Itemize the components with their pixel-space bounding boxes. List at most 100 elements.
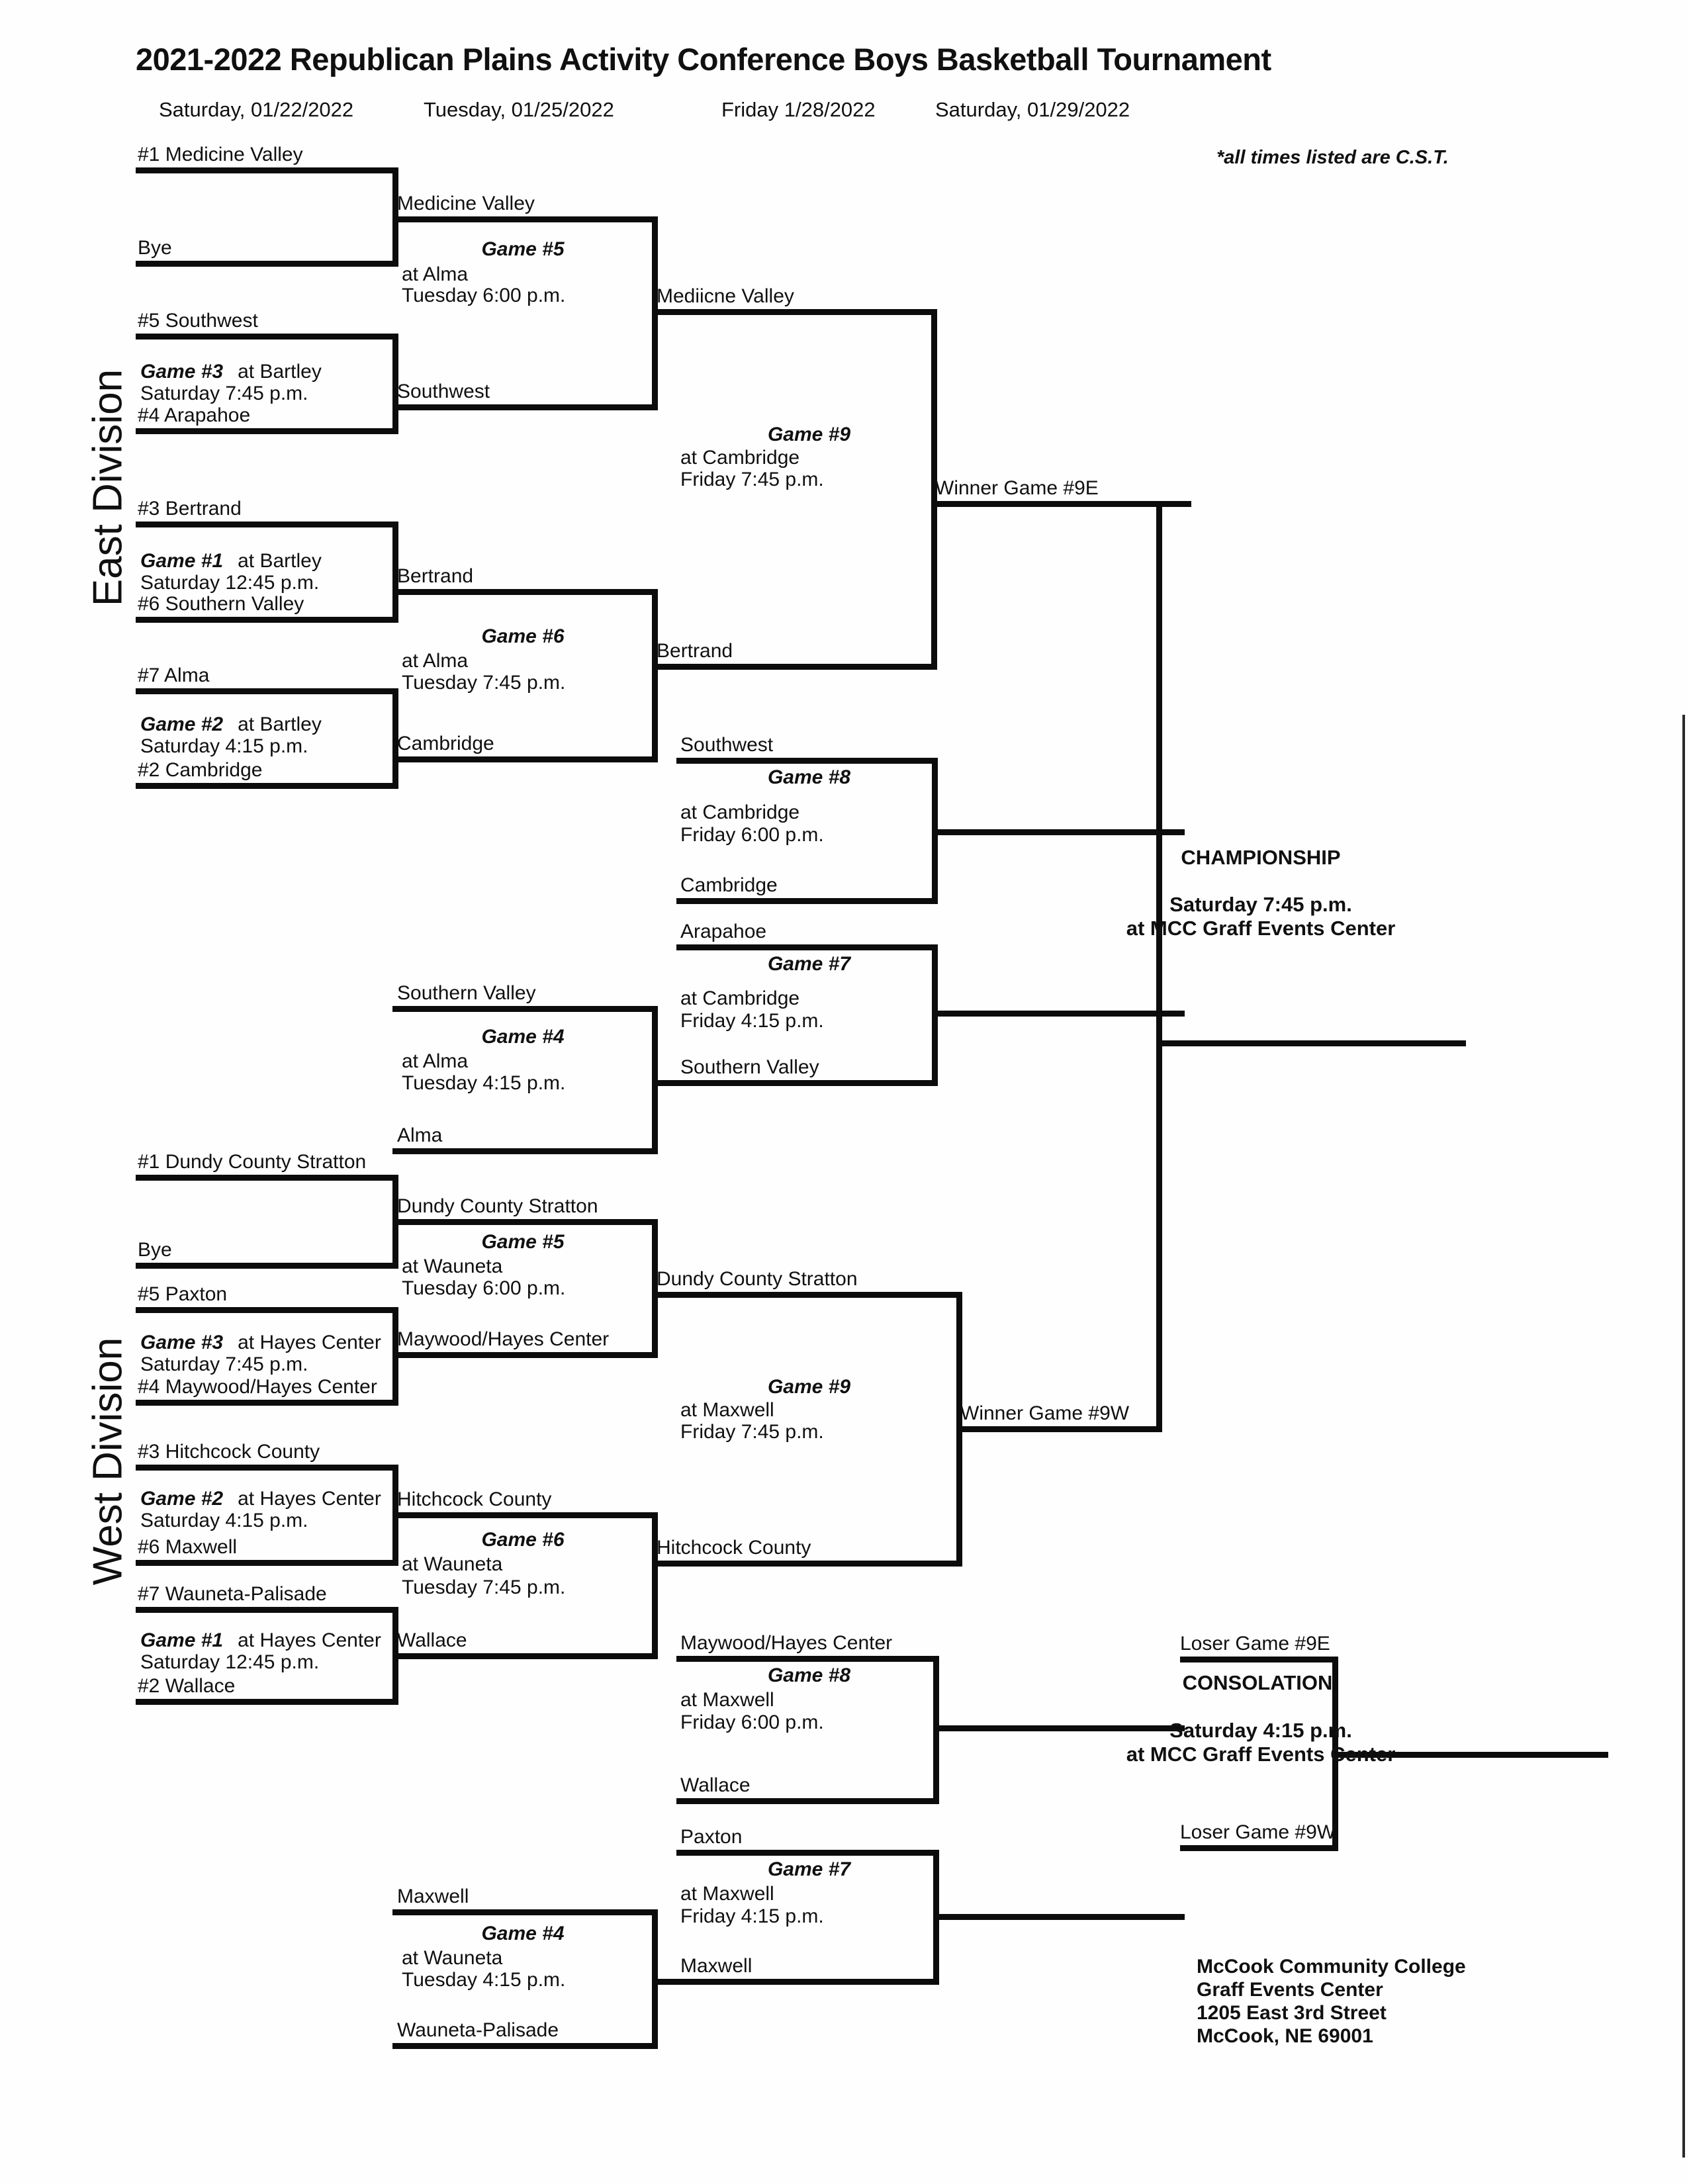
consolation-loser-west-label: Loser Game #9W <box>1180 1821 1336 1843</box>
bracket-line <box>676 1850 933 1856</box>
game-title: Game #2 <box>140 713 224 735</box>
team-label: Southern Valley <box>397 982 536 1004</box>
team-label: Maywood/Hayes Center <box>680 1632 893 1654</box>
game-title: Game #2 <box>140 1488 224 1510</box>
game-venue: at Hayes Center <box>238 1488 381 1510</box>
bracket-line <box>136 261 392 267</box>
bracket-line <box>652 1292 956 1298</box>
game-title: Game #1 <box>140 550 224 572</box>
bracket-line <box>392 216 652 222</box>
bracket-line <box>136 617 392 623</box>
bracket-line <box>933 1725 1185 1731</box>
game-venue: at Maxwell <box>680 1883 774 1905</box>
seed-label: #7 Wauneta-Palisade <box>138 1583 327 1605</box>
bracket-line <box>392 404 652 410</box>
bracket-line <box>956 1426 1156 1432</box>
consolation-time: Saturday 4:15 p.m. <box>1169 1719 1352 1742</box>
bracket-line <box>1156 501 1162 1432</box>
bracket-line <box>652 1909 658 2049</box>
seed-label: #3 Bertrand <box>138 498 242 520</box>
game-venue: at Hayes Center <box>238 1629 381 1651</box>
bracket-line <box>1180 1845 1332 1851</box>
bracket-line <box>392 589 652 595</box>
game-time: Friday 6:00 p.m. <box>680 824 824 846</box>
finalist-label: Hitchcock County <box>657 1537 811 1559</box>
seed-label: #1 Dundy County Stratton <box>138 1151 367 1173</box>
team-label: Maxwell <box>397 1886 469 1907</box>
game-info: Game #2 at Hayes Center <box>140 1488 381 1510</box>
game-title: Game #9 <box>767 1376 851 1398</box>
bracket-line <box>136 1699 392 1705</box>
game-time: Friday 6:00 p.m. <box>680 1711 824 1733</box>
bracket-line <box>136 1263 392 1269</box>
bracket-line <box>136 688 392 694</box>
game-venue: at Wauneta <box>402 1255 503 1277</box>
game-time: Saturday 7:45 p.m. <box>140 383 308 404</box>
bracket-line <box>652 309 931 315</box>
bracket-line <box>392 1006 652 1012</box>
scan-edge-artifact <box>1682 715 1685 2158</box>
game-title: Game #6 <box>481 625 565 647</box>
bracket-line <box>652 664 931 670</box>
bracket-line <box>676 944 932 950</box>
game-title: Game #6 <box>481 1529 565 1551</box>
game-info: Game #1 at Bartley <box>140 550 322 572</box>
bracket-line <box>136 783 392 789</box>
bracket-line <box>652 1979 933 1985</box>
seed-label: #4 Arapahoe <box>138 404 251 426</box>
advancer-label: Maywood/Hayes Center <box>397 1328 610 1350</box>
winner-label: Winner Game #9W <box>960 1402 1130 1424</box>
times-note: *all times listed are C.S.T. <box>1216 147 1449 168</box>
seed-label: #5 Southwest <box>138 310 258 332</box>
advancer-label: Southwest <box>397 381 490 402</box>
seed-label: #6 Southern Valley <box>138 593 304 615</box>
bracket-line <box>652 1006 658 1154</box>
advancer-label: Hitchcock County <box>397 1488 552 1510</box>
bracket-line <box>392 1219 652 1225</box>
seed-label: #2 Wallace <box>138 1675 236 1697</box>
bracket-line <box>136 1560 392 1566</box>
seed-label: Bye <box>138 237 172 259</box>
game-time: Tuesday 6:00 p.m. <box>402 285 566 306</box>
date-round4: Saturday, 01/29/2022 <box>935 98 1130 121</box>
team-label: Southwest <box>680 734 774 756</box>
game-venue: at Bartley <box>238 550 322 572</box>
venue-info-line: 1205 East 3rd Street <box>1197 2002 1387 2024</box>
game-venue: at Alma <box>402 650 469 672</box>
west-division-label: West Division <box>85 1337 131 1586</box>
game-title: Game #4 <box>481 1923 565 1944</box>
consolation-venue: at MCC Graff Events Center <box>1126 1743 1396 1766</box>
game-title: Game #8 <box>767 766 851 788</box>
game-title: Game #8 <box>767 1664 851 1686</box>
bracket-line <box>136 522 392 527</box>
team-label: Alma <box>397 1124 443 1146</box>
page-title: 2021-2022 Republican Plains Activity Con… <box>136 42 1271 77</box>
bracket-line <box>652 1561 956 1567</box>
game-venue: at Maxwell <box>680 1689 774 1711</box>
seed-label: #3 Hitchcock County <box>138 1441 320 1463</box>
game-venue: at Wauneta <box>402 1553 503 1575</box>
game-info: Game #2 at Bartley <box>140 713 322 736</box>
game-time: Friday 4:15 p.m. <box>680 1905 824 1927</box>
game-time: Tuesday 6:00 p.m. <box>402 1277 566 1299</box>
bracket-line <box>933 1914 1185 1920</box>
game-time: Saturday 4:15 p.m. <box>140 1510 308 1531</box>
game-venue: at Bartley <box>238 713 322 735</box>
seed-label: #6 Maxwell <box>138 1536 238 1558</box>
date-round2: Tuesday, 01/25/2022 <box>424 98 614 121</box>
bracket-line <box>136 1607 392 1613</box>
seed-label: #4 Maywood/Hayes Center <box>138 1376 377 1398</box>
team-label: Arapahoe <box>680 921 767 942</box>
bracket-line <box>392 334 398 434</box>
bracket-line <box>392 2043 652 2049</box>
championship-venue: at MCC Graff Events Center <box>1126 917 1396 940</box>
bracket-line <box>932 1011 1185 1017</box>
game-title: Game #4 <box>481 1026 565 1048</box>
game-title: Game #9 <box>767 424 851 445</box>
bracket-line <box>136 1465 392 1471</box>
game-title: Game #3 <box>140 361 224 383</box>
game-title: Game #7 <box>767 953 851 975</box>
